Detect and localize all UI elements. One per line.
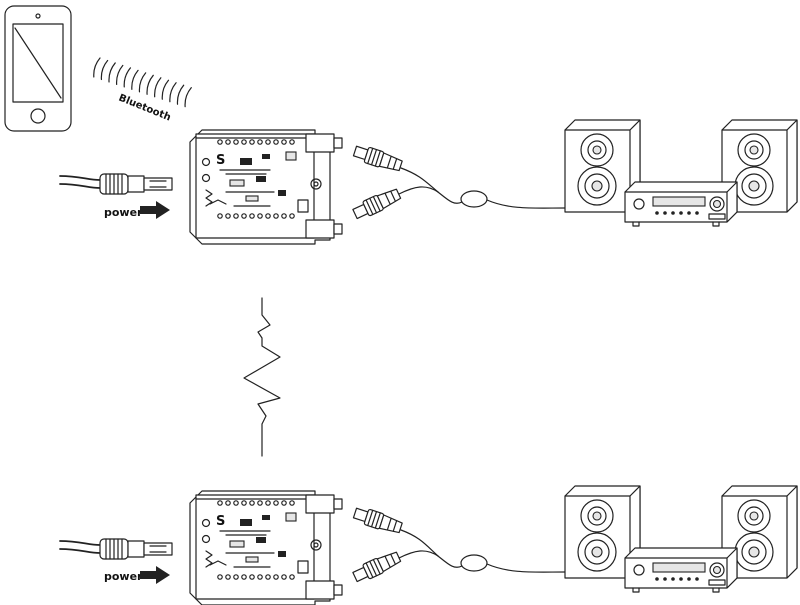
rca-plug-icon (351, 504, 404, 537)
bluetooth-board-bottom (189, 490, 343, 605)
rca-plug-icon (351, 548, 403, 585)
bluetooth-label: Bluetooth (117, 93, 172, 124)
arrow-right-icon (140, 566, 170, 584)
ground-line-icon (243, 297, 281, 457)
rca-plug-icon (351, 142, 404, 175)
usb-plug-icon (59, 538, 173, 560)
arrow-right-icon (140, 201, 170, 219)
bluetooth-board-top (189, 129, 343, 245)
amplifier-icon (624, 181, 738, 227)
power-label-bottom: power (104, 570, 143, 583)
amplifier-icon (624, 547, 738, 593)
bluetooth-waves-icon (93, 57, 192, 108)
usb-plug-icon (59, 173, 173, 195)
rca-plug-icon (351, 185, 403, 222)
smartphone-icon (4, 5, 72, 132)
power-label-top: power (104, 206, 143, 219)
